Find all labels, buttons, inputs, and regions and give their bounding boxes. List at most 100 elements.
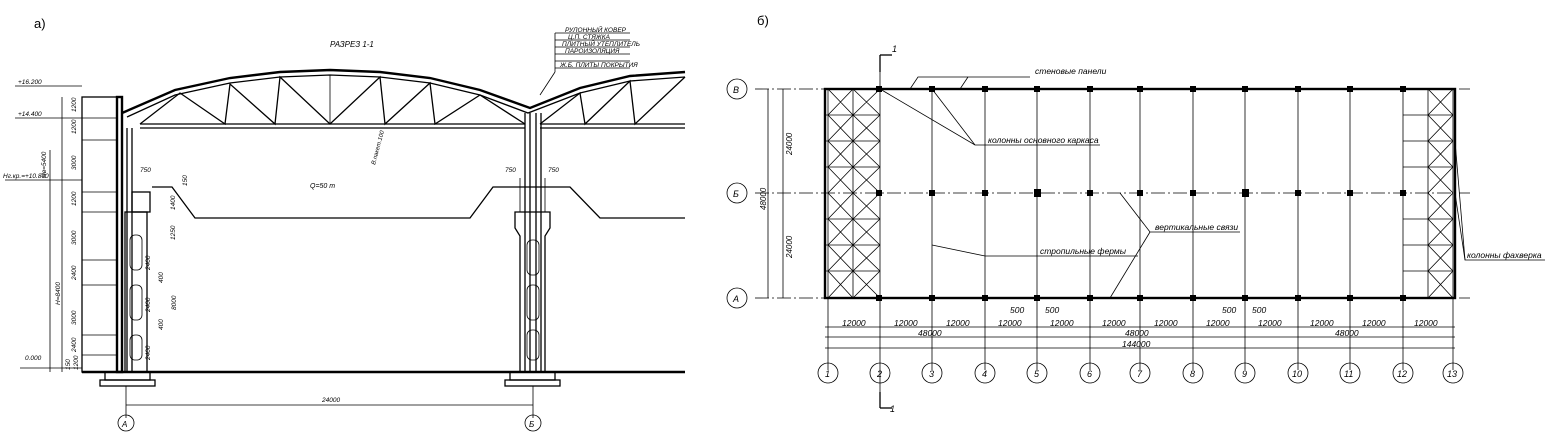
section-view: а) РАЗРЕЗ 1-1 РУЛОННЫЙ КОВЕР Ц.П. СТЯЖКА…	[3, 16, 686, 432]
col-axis-6: 6	[1087, 369, 1092, 379]
height-dim-3: 3000	[71, 155, 78, 170]
offset-dim-3: 500	[1222, 305, 1236, 315]
crane-capacity: Q=50 т	[310, 183, 335, 190]
col-axis-3: 3	[929, 369, 934, 379]
height-dim-9: 150	[65, 359, 72, 370]
dim-750-mid: 750	[505, 167, 516, 174]
left-wall	[81, 95, 124, 374]
col-axis-7: 7	[1137, 369, 1143, 379]
bracing-right	[1403, 88, 1454, 299]
row-axis-b: Б	[733, 189, 739, 199]
row-axis-v: В	[733, 85, 739, 95]
vdim-total: 48000	[759, 187, 768, 210]
section-mark-bottom: 1	[890, 404, 895, 414]
vdim-bottom: 24000	[785, 235, 794, 259]
group-dim-3: 48000	[1335, 328, 1359, 338]
offset-dim-2: 500	[1045, 305, 1059, 315]
span-dimension: 24000 А Б	[117, 386, 542, 432]
column-grid	[827, 70, 1454, 392]
section-panel-label: а)	[34, 16, 46, 31]
dim-750-left: 750	[140, 167, 151, 174]
label-trusses: стропильные фермы	[1040, 246, 1127, 256]
roof-layer-5: Ж.Б. ПЛИТЫ ПОКРЫТИЯ	[559, 62, 638, 69]
callouts: стеновые панели колонны основного каркас…	[879, 66, 1545, 299]
height-dim-5: 3000	[71, 230, 78, 245]
col-axis-13: 13	[1447, 369, 1457, 379]
bracing-left	[825, 88, 881, 299]
span-dim: 24000	[321, 397, 340, 404]
roof-layer-1: РУЛОННЫЙ КОВЕР	[565, 25, 627, 34]
roof-layer-3: ПЛИТНЫЙ УТЕПЛИТЕЛЬ	[562, 39, 640, 48]
col-dim-4: 400	[158, 319, 165, 330]
bay-dim-2: 12000	[894, 318, 918, 328]
height-dim-1: 1200	[71, 97, 78, 112]
bay-dim-4: 12000	[998, 318, 1022, 328]
plan-panel-label: б)	[757, 13, 769, 28]
elevation-crane: Hг.кр.=+10.800	[3, 173, 49, 180]
offset-dim-1: 500	[1010, 305, 1024, 315]
row-axes: В Б А 24000 48000 24000	[726, 78, 794, 309]
bay-dim-5: 12000	[1050, 318, 1074, 328]
plan-view: б) 1 1	[726, 13, 1545, 414]
dim-1250: 1250	[170, 225, 177, 240]
bay-dim-6: 12000	[1102, 318, 1126, 328]
col-axis-12: 12	[1397, 369, 1407, 379]
bay-dim-9: 12000	[1258, 318, 1282, 328]
height-dim-7: 3000	[71, 310, 78, 325]
bay-dim-3: 12000	[946, 318, 970, 328]
height-dim-10: 1200	[73, 355, 80, 370]
col-axis-10: 10	[1292, 369, 1302, 379]
roof-layer-2: Ц.П. СТЯЖКА	[568, 34, 610, 41]
col-dim-2: 400	[158, 272, 165, 283]
dim-150: 150	[182, 175, 189, 186]
col-dim-5: 2400	[145, 345, 152, 361]
h-label: H=8400	[55, 282, 62, 305]
height-dim-8: 2400	[71, 337, 78, 353]
offset-dim-4: 500	[1252, 305, 1266, 315]
dim-1400: 1400	[170, 195, 177, 210]
section-mark-top: 1	[892, 44, 897, 54]
axis-a-section: А	[121, 420, 127, 429]
label-wall-panels: стеновые панели	[1035, 66, 1107, 76]
col-axis-2: 2	[876, 369, 882, 379]
label-vertical-bracing: вертикальные связи	[1155, 222, 1238, 232]
bay-dim-12: 12000	[1414, 318, 1438, 328]
elevation-eave: +14.400	[18, 111, 42, 118]
height-dim-4: 1200	[71, 191, 78, 206]
col-dim-1: 2400	[145, 255, 152, 271]
elevation-marks: +16.200 +14.400 Hг.кр.=+10.800 0.000	[3, 79, 82, 372]
horizontal-dimensions: 500 500 500 500 12000 12000 12000 12000 …	[825, 305, 1455, 349]
group-dim-2: 48000	[1125, 328, 1149, 338]
bay-dim-1: 12000	[842, 318, 866, 328]
col-axis-4: 4	[982, 369, 987, 379]
bay-dim-11: 12000	[1362, 318, 1386, 328]
elevation-zero: 0.000	[25, 355, 42, 362]
vdim-top: 24000	[785, 132, 794, 156]
elevation-top: +16.200	[18, 79, 42, 86]
axis-b-section: Б	[529, 420, 534, 429]
col-axis-9: 9	[1242, 369, 1247, 379]
total-dim: 144000	[1122, 339, 1151, 349]
label-main-columns: колонны основного каркаса	[988, 135, 1099, 145]
dim-750-right: 750	[548, 167, 559, 174]
col-dim-6: 8000	[171, 295, 178, 310]
row-axis-a: А	[732, 294, 739, 304]
height-dim-2: 1200	[71, 119, 78, 134]
left-column	[99, 128, 156, 387]
column-dimensions: 2400 400 2400 400 2400 8000	[145, 255, 178, 361]
bay-dim-8: 12000	[1206, 318, 1230, 328]
crane-outline: Q=50 т 750 750 750 150 1400 1250 В.пакет…	[140, 129, 685, 240]
roof-layers-legend: РУЛОННЫЙ КОВЕР Ц.П. СТЯЖКА ПЛИТНЫЙ УТЕПЛ…	[539, 25, 640, 96]
section-cut-marks: 1 1	[879, 44, 897, 414]
roof-truss	[121, 68, 686, 129]
height-dimensions: 1200 1200 3000 1200 3000 2400 3000 2400 …	[41, 97, 80, 370]
middle-column	[504, 113, 561, 387]
col-dim-3: 2400	[145, 297, 152, 313]
col-axis-11: 11	[1344, 369, 1353, 379]
group-dim-1: 48000	[918, 328, 942, 338]
column-axes: 1 2 3 4 5 6 7 8 9 10 11 12 13	[817, 362, 1464, 384]
section-title: РАЗРЕЗ 1-1	[330, 40, 374, 49]
rail-label: В.пакет.100	[371, 129, 386, 165]
columns	[876, 86, 1406, 301]
